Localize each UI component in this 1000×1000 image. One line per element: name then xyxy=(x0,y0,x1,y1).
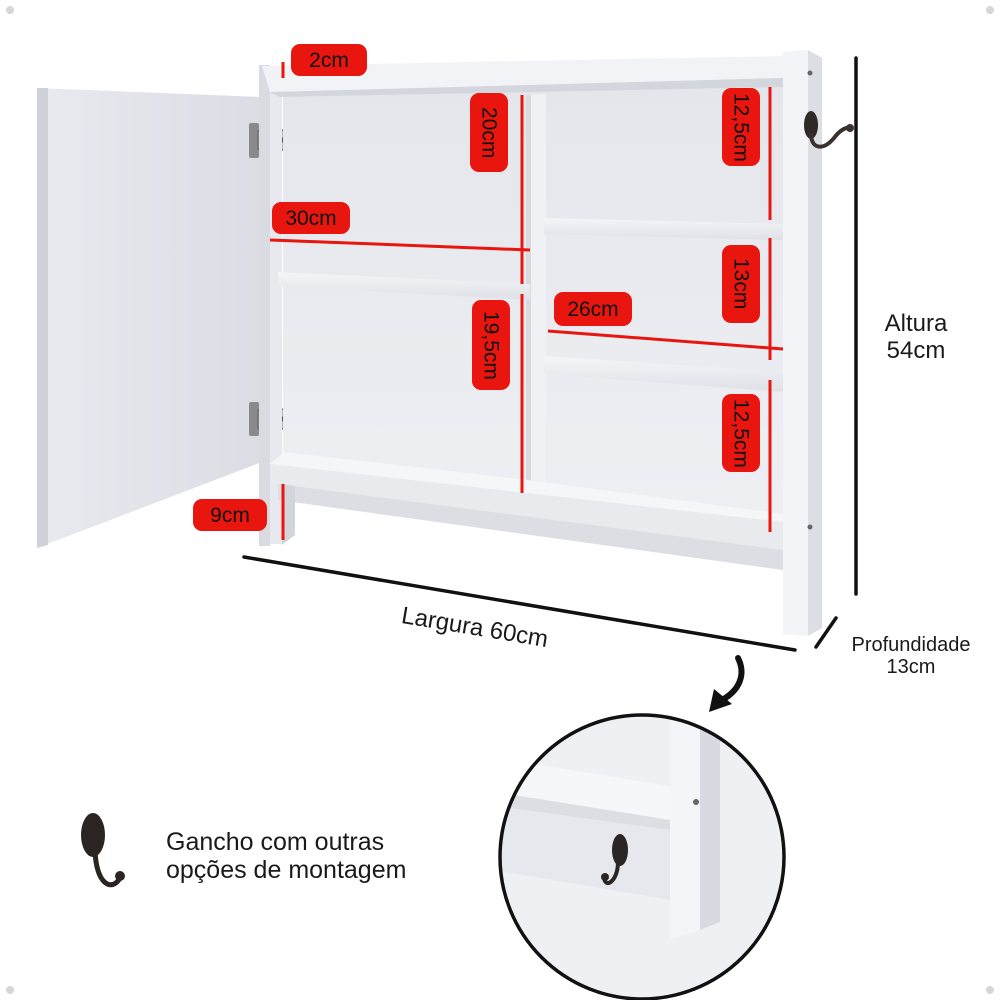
overall-dimension-lines xyxy=(242,56,858,652)
corner-dot xyxy=(6,6,14,14)
depth-caption: Profundidade 13cm xyxy=(834,634,988,678)
dim-label-lower-left-height: 19,5cm xyxy=(472,300,510,390)
dim-label-upper-left-width: 30cm xyxy=(272,202,350,234)
hook-detail-zoom xyxy=(498,713,786,1000)
hook-caption-line1: Gancho com outras xyxy=(166,828,385,856)
height-label: Altura xyxy=(884,310,948,337)
corner-dot xyxy=(6,986,14,994)
dim-label-thickness: 2cm xyxy=(291,44,367,76)
dim-label-upper-left-height: 20cm xyxy=(470,93,508,172)
height-caption: Altura 54cm xyxy=(866,310,966,364)
dim-label-right-middle-height: 13cm xyxy=(722,245,760,323)
hook-caption-line2: opções de montagem xyxy=(166,856,407,884)
dim-label-right-width: 26cm xyxy=(554,292,632,326)
hook-caption: Gancho com outras opções de montagem xyxy=(166,828,406,884)
corner-dot xyxy=(986,986,994,994)
dim-label-base-height: 9cm xyxy=(193,499,267,531)
dimension-lines xyxy=(269,62,784,540)
curved-arrow-icon xyxy=(709,655,745,712)
depth-value: 13cm xyxy=(886,656,936,678)
height-value: 54cm xyxy=(886,337,946,364)
corner-dot xyxy=(986,6,994,14)
dim-label-right-bottom-height: 12,5cm xyxy=(722,394,760,472)
cabinet-body xyxy=(259,50,822,636)
hook-icon xyxy=(81,813,125,888)
depth-label: Profundidade xyxy=(851,634,971,656)
hook-icon xyxy=(804,111,854,149)
dim-label-right-top-height: 12,5cm xyxy=(722,88,760,166)
cabinet-door xyxy=(37,88,262,548)
